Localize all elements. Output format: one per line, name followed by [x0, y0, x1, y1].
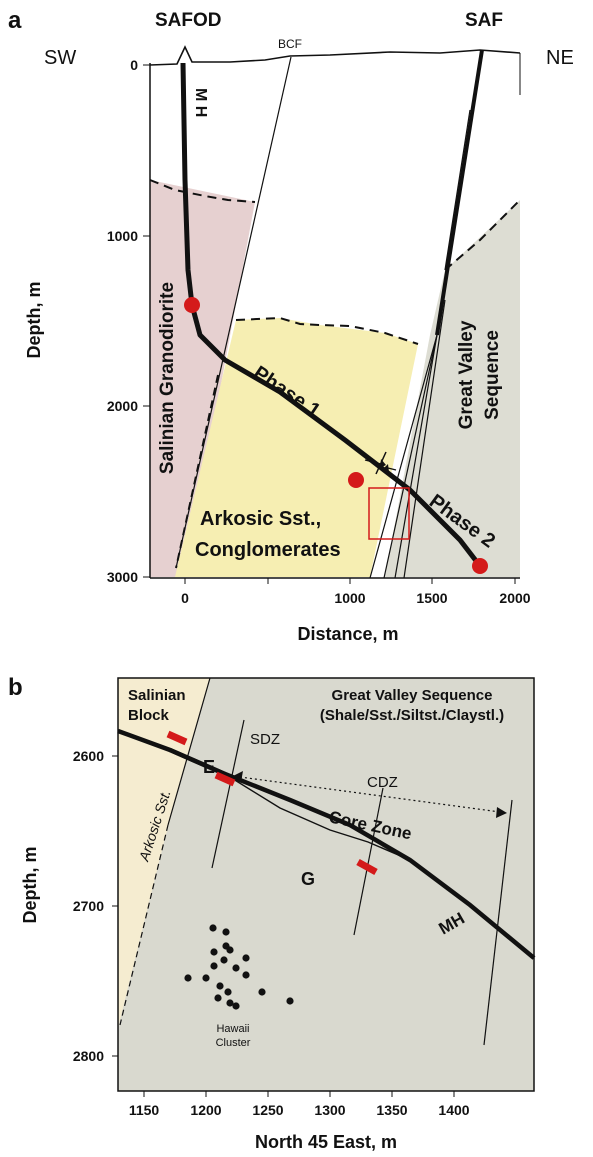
x-axis-label: North 45 East, m [255, 1132, 397, 1152]
salinian-boundary [167, 677, 211, 826]
panel-a-letter: a [8, 7, 22, 34]
granodiorite-top-contact [149, 179, 256, 203]
cdz-label: CDZ [367, 774, 398, 791]
zone-arrow [387, 467, 397, 471]
gvs-label-1: Great Valley [456, 320, 477, 429]
x-tick-label: 1250 [252, 1102, 283, 1118]
y-tick-label: 1000 [107, 228, 138, 244]
zone-tick [375, 451, 387, 475]
arrow-head [496, 807, 507, 818]
saf-strand-1 [369, 334, 438, 579]
fault-line-right [483, 799, 513, 1046]
phase-marker [472, 558, 488, 574]
x-axis-label: Distance, m [297, 624, 398, 644]
saf-strand-5 [444, 109, 471, 271]
sdz-line [211, 719, 245, 869]
inset-box [368, 487, 410, 540]
e-branch [169, 747, 226, 777]
arkosic-label-1: Arkosic Sst., [200, 508, 321, 530]
gvs-unit [385, 200, 520, 577]
granodiorite-label: Salinian Granodiorite [157, 282, 178, 474]
hawaii-cluster [184, 924, 294, 1010]
phase-marker [184, 297, 200, 313]
y-axis-label: Depth, m [20, 846, 40, 923]
safod-well-path [180, 62, 482, 568]
bcf-label: BCF [278, 37, 302, 51]
mh-label: M H [192, 88, 209, 117]
y-tick-label: 2000 [107, 398, 138, 414]
arrow-head [233, 771, 243, 782]
bcf-fault-dashed [175, 374, 219, 569]
panel-b-frame [117, 677, 535, 1092]
arrow-head [384, 464, 389, 472]
gvs-label-2: Sequence [482, 330, 503, 420]
g-branch [224, 773, 411, 861]
cluster-label-2: Cluster [216, 1037, 251, 1049]
arkosic-top-contact [235, 316, 419, 345]
saf-strand-2 [383, 334, 438, 579]
panel-a: a SAFOD SAF BCF SW NE M H 0 1000 2000 30… [8, 7, 574, 644]
sw-label: SW [44, 47, 76, 69]
granodiorite-unit [150, 180, 255, 577]
core-zone-arrow [239, 776, 501, 813]
x-tick-label: 1000 [334, 590, 365, 606]
y-axis-label: Depth, m [24, 281, 44, 358]
x-tick-label: 1350 [376, 1102, 407, 1118]
ne-label: NE [546, 47, 574, 69]
gvs-title: Great Valley Sequence [332, 687, 493, 704]
surface-line [149, 45, 521, 66]
saf-strand-3 [394, 334, 438, 579]
salinian-label-2: Block [128, 707, 170, 724]
x-tick-label: 1400 [438, 1102, 469, 1118]
marker-bar [166, 730, 188, 746]
panel-b-letter: b [8, 674, 23, 701]
panel-b: b Salinian Block Great Valley Sequence (… [8, 674, 536, 1152]
marker-bar [214, 771, 236, 787]
cdz-line [353, 787, 384, 936]
x-tick-label: 1500 [416, 590, 447, 606]
salinian-block [118, 678, 210, 1028]
g-label: G [301, 869, 315, 889]
zone-arrow [364, 459, 382, 465]
saf-strand-4 [403, 299, 446, 579]
safod-label: SAFOD [155, 10, 222, 31]
saf-fault [435, 49, 484, 336]
salinian-label-1: Salinian [128, 687, 186, 704]
arkosic-unit [175, 318, 418, 577]
marker-bar [356, 858, 378, 876]
e-label: E [203, 757, 215, 777]
x-tick-label: 1300 [314, 1102, 345, 1118]
y-tick-label: 3000 [107, 569, 138, 585]
cluster-label-1: Hawaii [216, 1023, 249, 1035]
x-tick-label: 1150 [129, 1102, 160, 1118]
y-tick-label: 2600 [73, 748, 104, 764]
salinian-boundary-dashed [119, 824, 169, 1026]
gvs-subtitle: (Shale/Sst./Siltst./Claystl.) [320, 707, 504, 724]
y-tick-label: 2700 [73, 898, 104, 914]
saf-label: SAF [465, 10, 503, 31]
x-tick-label: 2000 [499, 590, 530, 606]
sdz-label: SDZ [250, 731, 280, 748]
x-tick-label: 1200 [190, 1102, 221, 1118]
arkosic-label-2: Conglomerates [195, 539, 341, 561]
phase-marker [348, 472, 364, 488]
gvs-top-contact [444, 199, 521, 271]
x-tick-label: 0 [181, 590, 189, 606]
y-tick-label: 2800 [73, 1048, 104, 1064]
y-tick-label: 0 [130, 57, 138, 73]
